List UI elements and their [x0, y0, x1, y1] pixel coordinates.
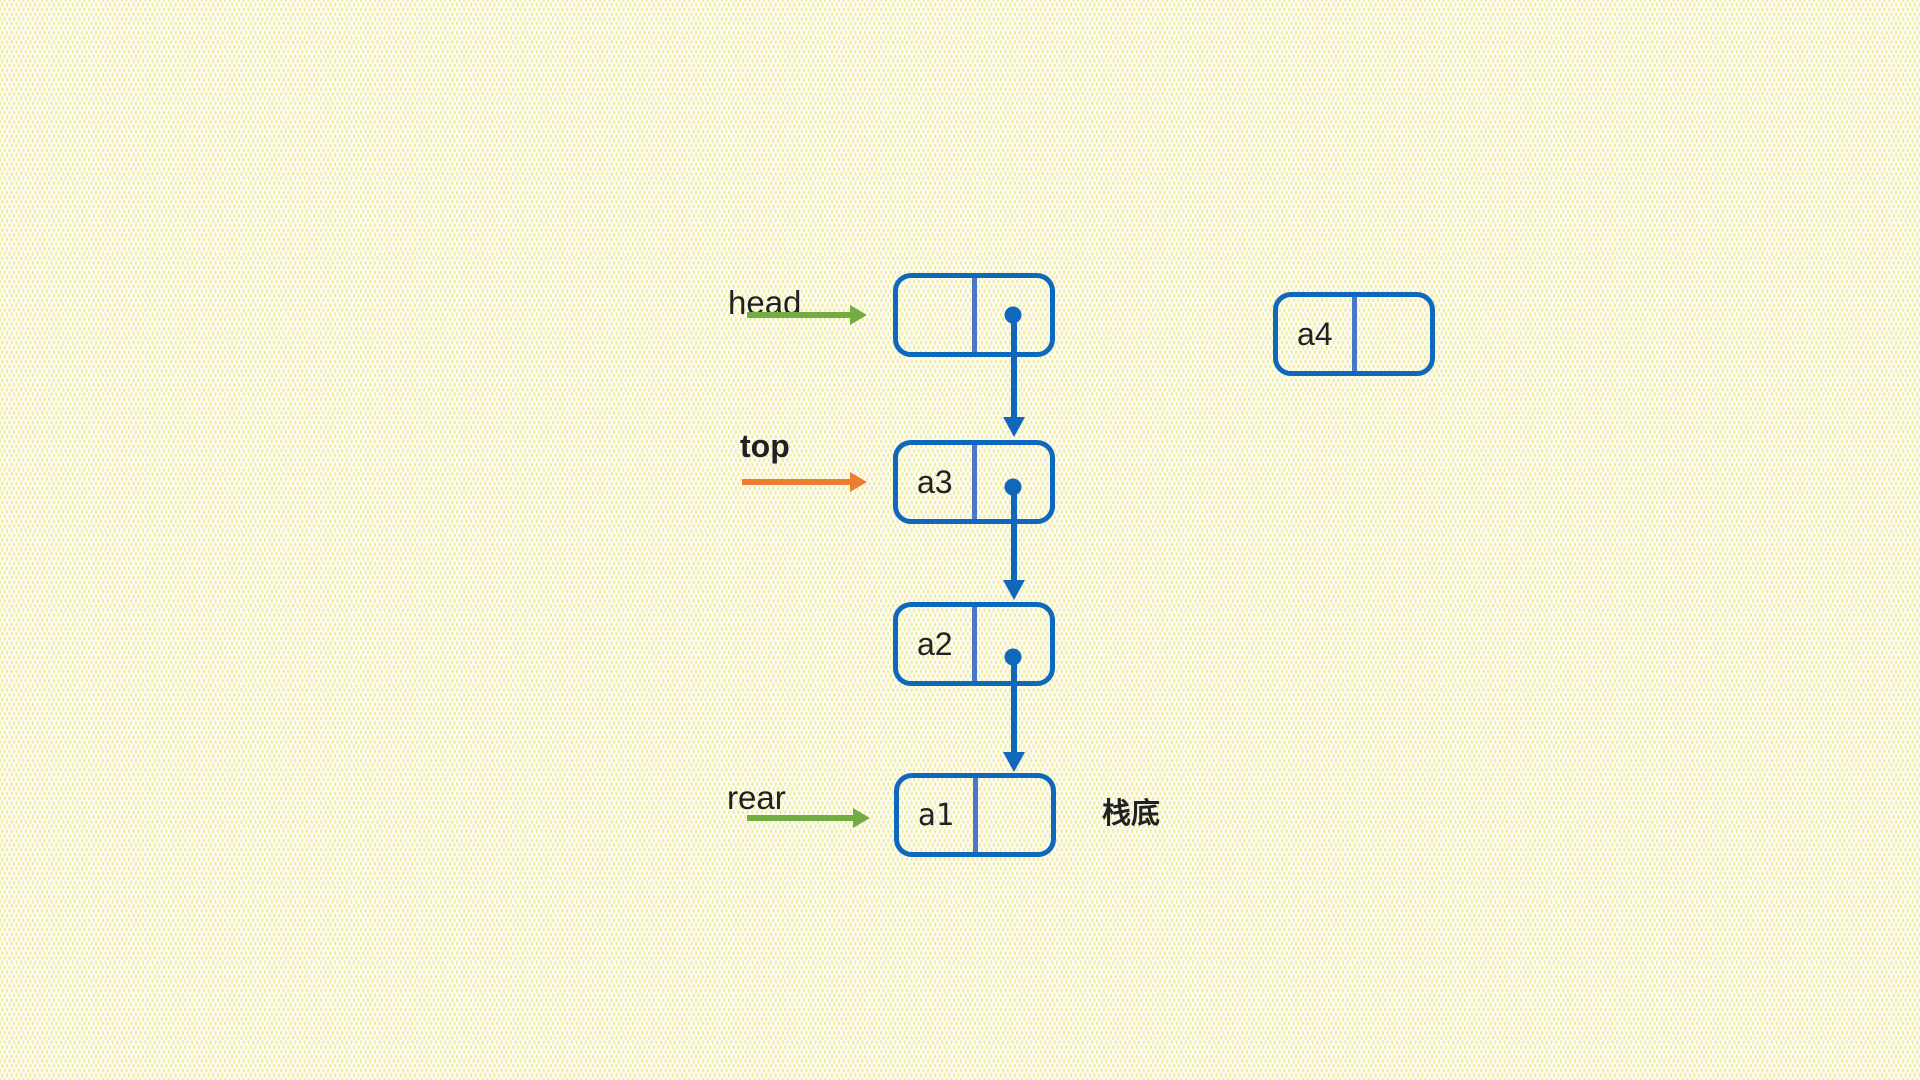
arrowhead-right-icon: [850, 472, 867, 492]
rear-label: rear: [727, 779, 786, 816]
node-a4-pointer-cell: [1357, 297, 1431, 371]
arrowhead-right-icon: [850, 305, 867, 325]
node-a1-pointer-cell: [978, 778, 1052, 852]
node-a3-data-cell: a3: [898, 445, 977, 519]
arrow-a2-to-a1: [1003, 657, 1025, 772]
head-node: [893, 273, 1055, 357]
node-a4-data-cell: a4: [1278, 297, 1357, 371]
head-arrow: [747, 305, 867, 325]
head-node-data-cell: [898, 278, 977, 352]
arrowhead-right-icon: [853, 808, 870, 828]
arrow-head-to-a3: [1003, 315, 1025, 437]
node-a2-data-cell: a2: [898, 607, 977, 681]
node-a1-data-cell: a1: [899, 778, 978, 852]
node-a3: a3: [893, 440, 1055, 524]
rear-arrow: [747, 808, 870, 828]
top-arrow: [742, 472, 867, 492]
top-label: top: [740, 428, 790, 464]
node-a4: a4: [1273, 292, 1435, 376]
node-a1: a1: [894, 773, 1056, 857]
arrowhead-down-icon: [1003, 580, 1025, 600]
arrowhead-down-icon: [1003, 417, 1025, 437]
stack-bottom-label: 栈底: [1102, 798, 1161, 830]
arrowhead-down-icon: [1003, 752, 1025, 772]
node-a2: a2: [893, 602, 1055, 686]
arrow-a3-to-a2: [1003, 487, 1025, 600]
